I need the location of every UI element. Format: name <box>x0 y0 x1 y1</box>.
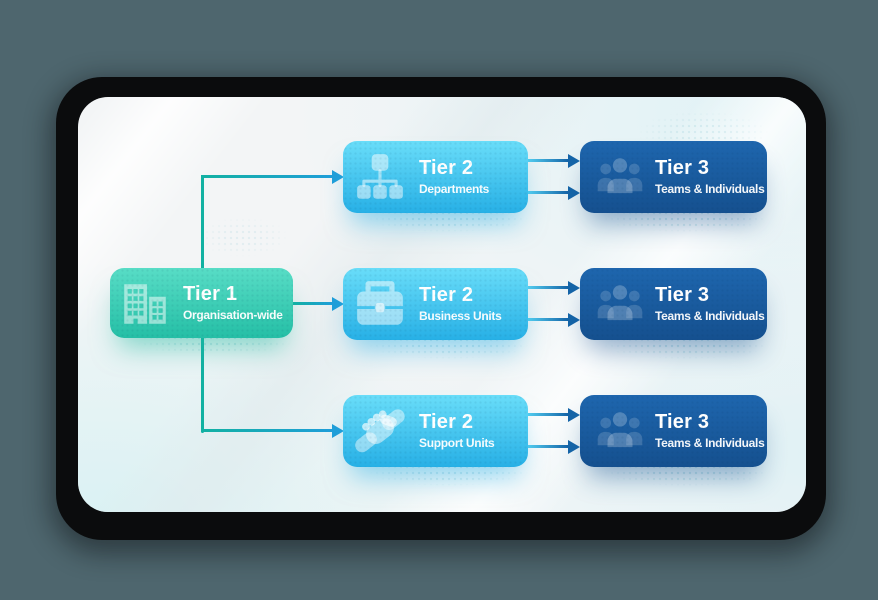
buildings-icon <box>118 276 172 330</box>
tier2-title: Tier 2 <box>419 284 474 307</box>
connector-tier1-to-business-units <box>292 302 332 305</box>
tier1-box: Tier 1 Organisation-wide <box>110 268 293 338</box>
tier-diagram: Tier 1 Organisation-wide <box>78 97 806 512</box>
connector-tier2-to-tier3 <box>528 445 568 448</box>
people-group-icon <box>595 408 645 454</box>
tier3-title: Tier 3 <box>655 157 710 180</box>
tier3-subtitle: Teams & Individuals <box>655 182 765 197</box>
tier3-title: Tier 3 <box>655 284 710 307</box>
arrowhead-tier3 <box>568 407 580 422</box>
tier1-title: Tier 1 <box>183 283 238 306</box>
tier2-subtitle: Departments <box>419 182 490 197</box>
tier1-subtitle: Organisation-wide <box>183 308 283 323</box>
connector-tier2-to-tier3 <box>528 191 568 194</box>
tier3-box: Tier 3 Teams & Individuals <box>580 141 767 213</box>
arrowhead-to-support-units <box>332 423 344 438</box>
org-chart-icon <box>352 149 408 205</box>
arrowhead-to-departments <box>332 169 344 184</box>
tier3-subtitle: Teams & Individuals <box>655 436 765 451</box>
connector-tier1-to-departments <box>201 175 332 178</box>
people-group-icon <box>595 281 645 327</box>
connector-tier1-to-support-units <box>201 429 332 432</box>
tier3-box: Tier 3 Teams & Individuals <box>580 268 767 340</box>
tier3-title: Tier 3 <box>655 411 710 434</box>
arrowhead-tier3 <box>568 185 580 200</box>
arrowhead-tier3 <box>568 439 580 454</box>
handshake-icon <box>352 403 408 459</box>
tier2-box-business-units: Tier 2 Business Units <box>343 268 528 340</box>
tier2-subtitle: Business Units <box>419 309 502 324</box>
connector-tier2-to-tier3 <box>528 286 568 289</box>
tier2-box-departments: Tier 2 Departments <box>343 141 528 213</box>
tier2-title: Tier 2 <box>419 411 474 434</box>
tier2-title: Tier 2 <box>419 157 474 180</box>
diagram-card: Tier 1 Organisation-wide <box>78 97 806 512</box>
arrowhead-to-business-units <box>332 296 344 311</box>
arrowhead-tier3 <box>568 280 580 295</box>
tier2-subtitle: Support Units <box>419 436 495 451</box>
connector-tier2-to-tier3 <box>528 159 568 162</box>
people-group-icon <box>595 154 645 200</box>
briefcase-icon <box>352 276 408 332</box>
tier2-box-support-units: Tier 2 Support Units <box>343 395 528 467</box>
arrowhead-tier3 <box>568 153 580 168</box>
tier3-subtitle: Teams & Individuals <box>655 309 765 324</box>
card-frame: Tier 1 Organisation-wide <box>56 77 826 540</box>
connector-tier2-to-tier3 <box>528 318 568 321</box>
connector-tier2-to-tier3 <box>528 413 568 416</box>
arrowhead-tier3 <box>568 312 580 327</box>
tier3-box: Tier 3 Teams & Individuals <box>580 395 767 467</box>
halftone-texture <box>198 217 288 257</box>
